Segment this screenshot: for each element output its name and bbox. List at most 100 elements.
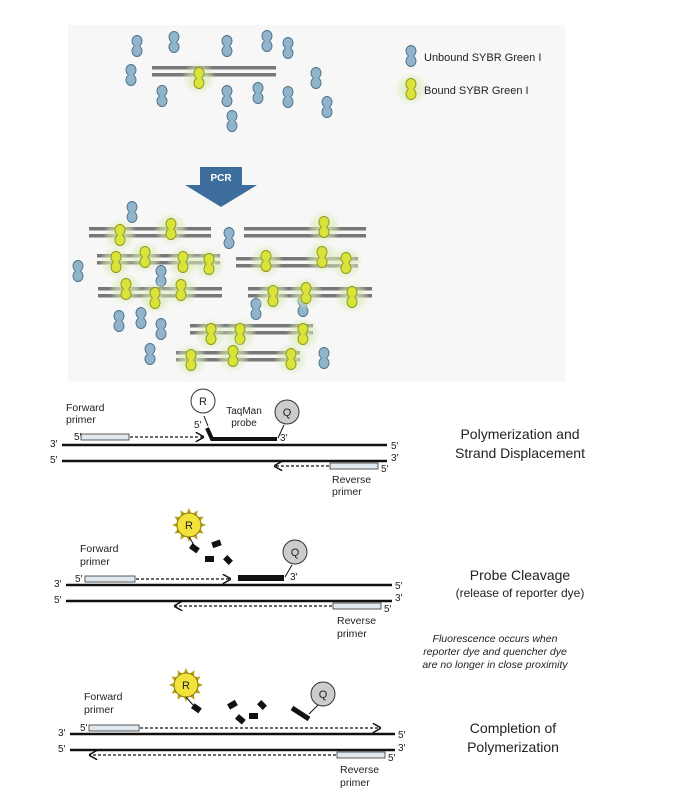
end-label: 5′ bbox=[384, 604, 392, 615]
note-line2: reporter dye and quencher dye bbox=[423, 646, 567, 658]
unbound-sybr-dye bbox=[156, 85, 168, 107]
bound-sybr-dye bbox=[166, 245, 200, 279]
forward-primer-label-line1: Forward bbox=[66, 402, 105, 414]
quencher-probe-fragment bbox=[290, 705, 311, 722]
bound-sybr-dye bbox=[164, 273, 198, 307]
reporter-linker bbox=[203, 415, 209, 427]
end-label: 5′ bbox=[58, 744, 66, 755]
end-label: 3′ bbox=[395, 593, 403, 604]
bound-sybr-dye bbox=[103, 218, 137, 252]
forward-primer-label-line2: primer bbox=[84, 704, 114, 716]
stage3-title: Completion of Polymerization bbox=[413, 719, 613, 757]
end-label: 5′ bbox=[388, 753, 396, 764]
legend-bound-label: Bound SYBR Green I bbox=[424, 85, 529, 97]
stage2-title-line2: (release of reporter dye) bbox=[455, 586, 585, 600]
reverse-primer-label-line2: primer bbox=[332, 486, 362, 498]
bound-sybr-dye bbox=[216, 339, 250, 373]
bound-sybr-dye bbox=[249, 244, 283, 278]
probe-label-line1: TaqMan bbox=[226, 406, 262, 417]
legend: Unbound SYBR Green I Bound SYBR Green I bbox=[394, 45, 541, 106]
unbound-sybr-dye bbox=[223, 227, 235, 249]
quencher-label: Q bbox=[319, 689, 328, 701]
end-label: 3′ bbox=[54, 579, 62, 590]
unbound-sybr-dye bbox=[321, 96, 333, 118]
unbound-sybr-dye bbox=[113, 310, 125, 332]
stage2-title-line1: Probe Cleavage bbox=[469, 567, 571, 583]
reporter-dye-released: R bbox=[172, 508, 206, 546]
taqman-stage-1: Forward primer 5′ R 5′ Q 3′ TaqMan probe… bbox=[50, 388, 399, 498]
reporter-label: R bbox=[182, 680, 190, 692]
intact-probe bbox=[238, 575, 284, 581]
unbound-sybr-dye bbox=[131, 35, 143, 57]
bound-sybr-dye bbox=[194, 317, 228, 351]
forward-primer-label-line1: Forward bbox=[84, 691, 123, 703]
stage2-title: Probe Cleavage (release of reporter dye) bbox=[420, 566, 620, 601]
reporter-label: R bbox=[185, 520, 193, 532]
end-label: 3′ bbox=[398, 743, 406, 754]
unbound-sybr-dye bbox=[261, 30, 273, 52]
dsdna-strand bbox=[244, 227, 366, 238]
unbound-sybr-dye bbox=[252, 82, 264, 104]
unbound-sybr-dye bbox=[318, 347, 330, 369]
taqman-stage-3: Forward primer 5′ R Q 3′ 5′ 5′ bbox=[58, 668, 406, 788]
unbound-sybr-dye bbox=[135, 307, 147, 329]
note-line3: are no longer in close proximity bbox=[422, 659, 568, 671]
forward-primer bbox=[88, 724, 140, 732]
bound-dye-icon bbox=[394, 72, 428, 106]
bound-dye-legend-icon bbox=[394, 72, 428, 106]
legend-unbound-label: Unbound SYBR Green I bbox=[424, 52, 541, 64]
end-label: 5′ bbox=[398, 730, 406, 741]
quencher-dye bbox=[274, 399, 300, 425]
unbound-sybr-dye bbox=[221, 85, 233, 107]
forward-primer-label-line2: primer bbox=[66, 414, 96, 426]
reporter-label: R bbox=[199, 396, 207, 408]
stage3-title-line2: Polymerization bbox=[467, 739, 559, 755]
reverse-primer-label-line1: Reverse bbox=[332, 474, 371, 486]
quencher-dye bbox=[282, 539, 308, 565]
fluorescence-note: Fluorescence occurs when reporter dye an… bbox=[395, 633, 595, 672]
end-label: 5′ bbox=[395, 581, 403, 592]
end-label: 3′ bbox=[280, 433, 288, 444]
forward-primer bbox=[80, 433, 130, 441]
reverse-primer-label-line2: primer bbox=[337, 628, 367, 640]
end-label: 3′ bbox=[391, 453, 399, 464]
unbound-sybr-dye bbox=[126, 201, 138, 223]
end-label: 3′ bbox=[58, 728, 66, 739]
dsdna-strand bbox=[89, 227, 211, 238]
forward-primer-label-line2: primer bbox=[80, 556, 110, 568]
bound-sybr-dye bbox=[138, 281, 172, 315]
bound-sybr-dye bbox=[335, 280, 369, 314]
reporter-dye bbox=[190, 388, 216, 414]
unbound-sybr-dye bbox=[310, 67, 322, 89]
unbound-sybr-dye bbox=[282, 37, 294, 59]
pcr-arrow: PCR bbox=[185, 167, 257, 207]
end-label: 3′ bbox=[290, 572, 298, 583]
unbound-sybr-dye bbox=[144, 343, 156, 365]
reverse-primer-label-line2: primer bbox=[340, 777, 370, 788]
unbound-sybr-dye bbox=[221, 35, 233, 57]
dsdna-strand bbox=[236, 257, 358, 268]
bound-sybr-dye bbox=[192, 247, 226, 281]
reverse-primer-label-line1: Reverse bbox=[337, 615, 376, 627]
probe-label-line2: probe bbox=[231, 418, 257, 429]
reporter-burst-icon bbox=[169, 668, 203, 706]
unbound-sybr-dye bbox=[125, 64, 137, 86]
note-line1: Fluorescence occurs when bbox=[432, 633, 558, 645]
quencher-dye bbox=[310, 681, 336, 707]
quencher-linker bbox=[277, 424, 285, 439]
bound-sybr-dye bbox=[329, 246, 363, 280]
quencher-label: Q bbox=[283, 407, 292, 419]
cleaved-probe-fragments bbox=[191, 699, 267, 725]
bound-sybr-dye bbox=[128, 240, 162, 274]
unbound-sybr-dye bbox=[168, 31, 180, 53]
bound-sybr-dye bbox=[154, 212, 188, 246]
stage1-title-line1: Polymerization and bbox=[460, 426, 580, 442]
taqman-stage-2: Forward primer 5′ Q 3′ R 3′ 5′ 5′ bbox=[54, 508, 403, 640]
end-label: 3′ bbox=[50, 439, 58, 450]
bound-sybr-dye bbox=[289, 276, 323, 310]
bound-sybr-dye bbox=[174, 343, 208, 377]
stage1-title-line2: Strand Displacement bbox=[455, 445, 585, 461]
bound-sybr-dye bbox=[274, 342, 308, 376]
end-label: 5′ bbox=[50, 455, 58, 466]
